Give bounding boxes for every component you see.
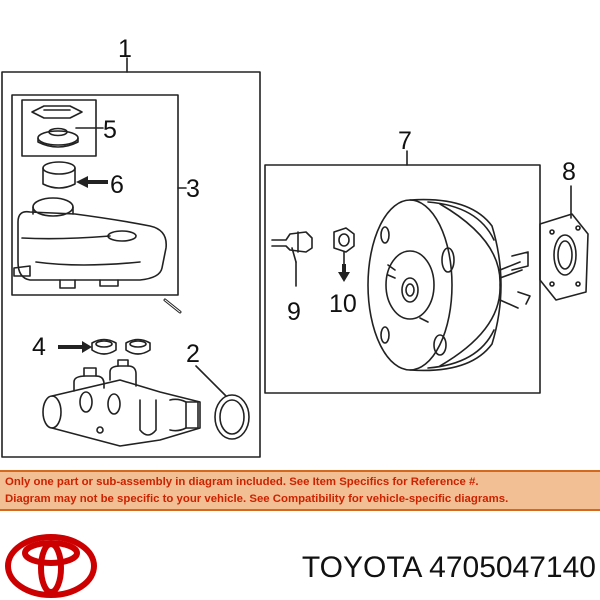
callout-9: 9 xyxy=(287,298,301,326)
callout-4: 4 xyxy=(32,333,46,361)
part-number: 4705047140 xyxy=(429,551,596,584)
brand-part-label: TOYOTA 4705047140 xyxy=(276,551,596,585)
toyota-logo-icon xyxy=(5,534,97,598)
callout-10: 10 xyxy=(329,290,357,318)
brand-name: TOYOTA xyxy=(301,551,421,584)
callout-8: 8 xyxy=(562,158,576,186)
exploded-parts-diagram: 1 3 5 6 4 xyxy=(1,35,589,458)
master-cylinder-part xyxy=(42,359,201,447)
valve-grommet-part xyxy=(333,227,355,253)
grommet-parts xyxy=(91,338,151,355)
callout-7: 7 xyxy=(398,127,412,155)
strainer-part xyxy=(42,161,76,189)
booster-gasket-part xyxy=(539,213,589,301)
callout-3: 3 xyxy=(186,175,200,203)
callout-5: 5 xyxy=(103,116,117,144)
disclaimer-banner: Only one part or sub-assembly in diagram… xyxy=(0,470,600,511)
brake-booster-part xyxy=(367,198,531,372)
callout-6: 6 xyxy=(110,171,124,199)
callout-2: 2 xyxy=(186,340,200,368)
reservoir-tank-part xyxy=(13,197,167,289)
disclaimer-line-1: Only one part or sub-assembly in diagram… xyxy=(5,475,479,488)
reservoir-subassembly-frame xyxy=(11,94,179,296)
check-valve-part xyxy=(271,231,313,263)
assembly-1-frame xyxy=(1,71,261,458)
disclaimer-line-2: Diagram may not be specific to your vehi… xyxy=(5,492,509,505)
booster-frame xyxy=(264,164,541,394)
o-ring-part xyxy=(214,394,250,440)
cap-filter-part xyxy=(31,105,83,148)
callout-1: 1 xyxy=(118,35,132,63)
